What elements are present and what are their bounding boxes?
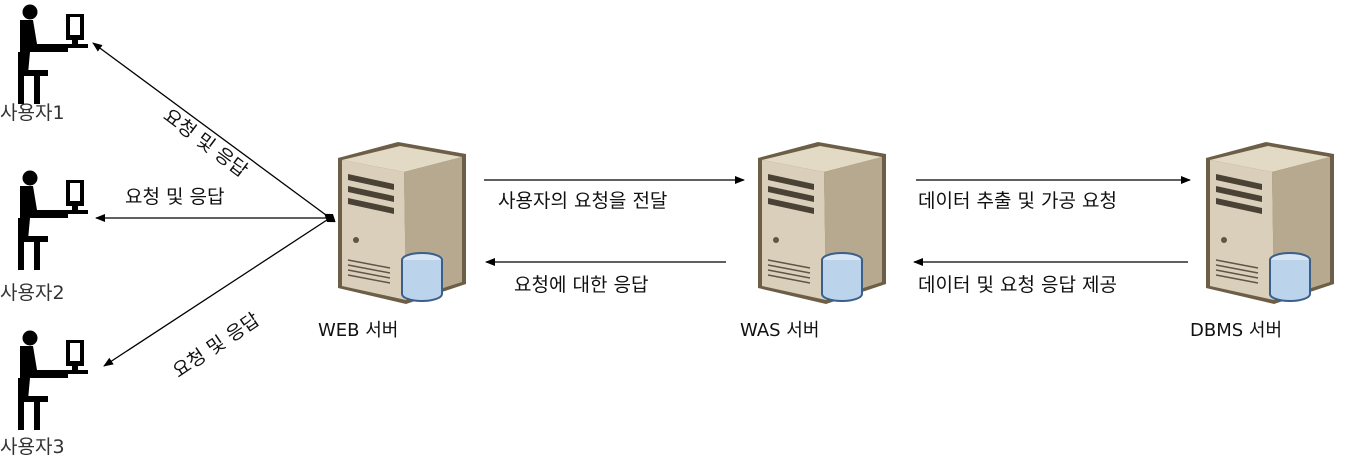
was-server-icon: [758, 142, 886, 304]
user2-flow-label: 요청 및 응답: [125, 186, 225, 208]
db-to-was-label: 데이터 및 요청 응답 제공: [918, 274, 1117, 296]
user3-label: 사용자3: [0, 436, 65, 458]
user2-label: 사용자2: [0, 282, 65, 304]
user3-icon: [18, 330, 88, 430]
user1-label: 사용자1: [0, 102, 65, 124]
web-server-label: WEB 서버: [318, 320, 399, 341]
user1-connector: [92, 42, 336, 223]
was-server-label: WAS 서버: [740, 320, 820, 341]
db-server-icon: [1206, 142, 1334, 304]
user3-connector: [103, 217, 331, 367]
user1-icon: [18, 4, 88, 104]
web-server-icon: [338, 142, 466, 304]
user2-icon: [18, 170, 88, 270]
db-server-label: DBMS 서버: [1190, 320, 1283, 341]
web-to-was-label: 사용자의 요청을 전달: [498, 190, 668, 212]
was-to-web-label: 요청에 대한 응답: [514, 274, 649, 296]
was-to-db-label: 데이터 추출 및 가공 요청: [918, 190, 1117, 212]
